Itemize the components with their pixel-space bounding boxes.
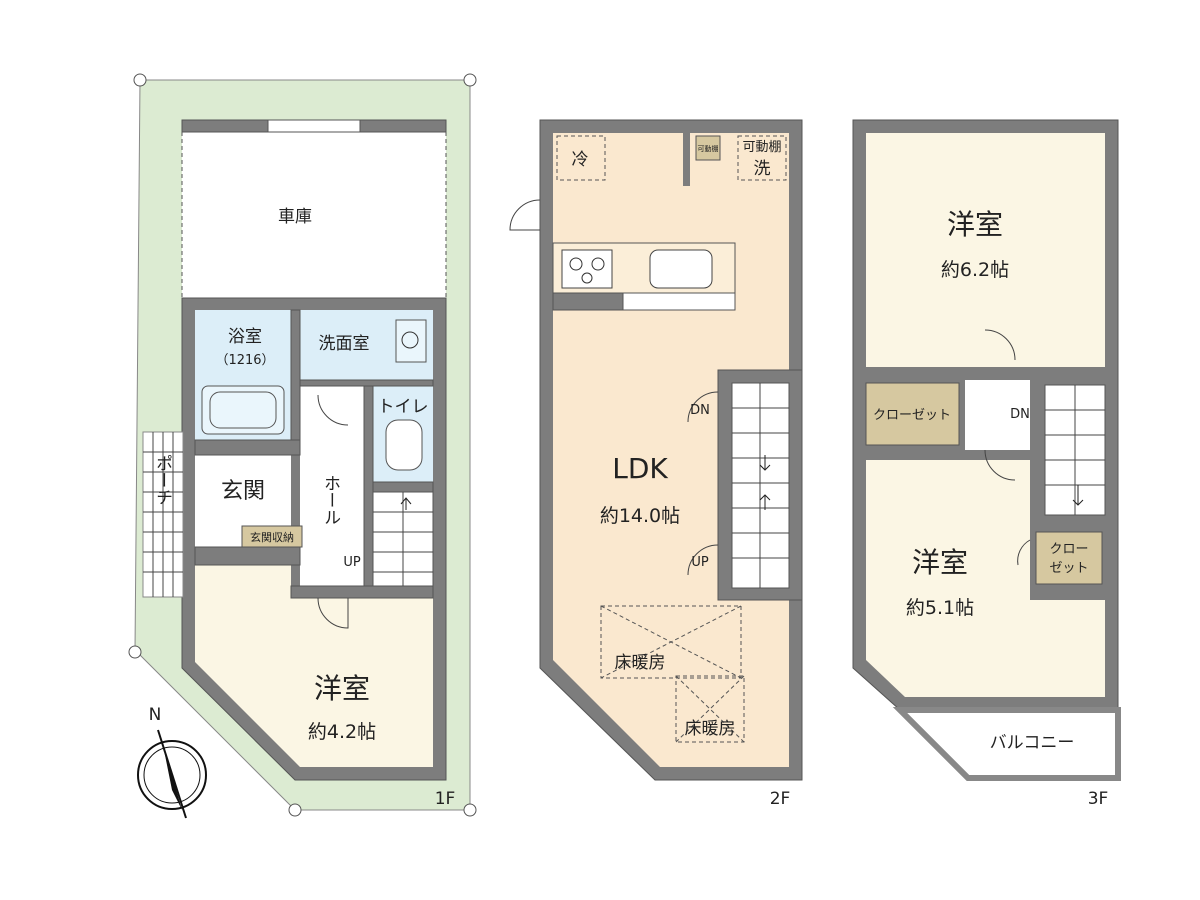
floor-label-1f: 1F [435, 789, 456, 809]
entrance-storage-label: 玄関収納 [250, 530, 294, 544]
sink [649, 249, 713, 289]
lot-corner-marker [463, 803, 477, 817]
hall-3f [965, 380, 1030, 450]
compass: N [137, 705, 207, 819]
toilet-fixture [385, 419, 423, 471]
dn-label-2f: DN [690, 403, 710, 418]
stove [561, 249, 613, 289]
closet-3f-b-label-2: ゼット [1049, 561, 1088, 576]
ldk-label: LDK [612, 452, 668, 485]
north-label: N [149, 705, 162, 725]
lot-corner-marker [463, 73, 477, 87]
closet-3f-a [865, 382, 960, 446]
washer-label: 洗 [754, 159, 771, 179]
washbasin [395, 319, 427, 363]
lot-corner-marker [288, 803, 302, 817]
entrance-storage [241, 525, 303, 548]
balcony [892, 707, 1121, 781]
floor-2f: 冷 可動棚 可動棚 洗 LDK 約14.0帖 DN UP 床暖房 床暖房 2F [509, 119, 803, 809]
closet-3f-b [1035, 531, 1103, 585]
room-3f-a-label: 洋室 [947, 208, 1003, 241]
washroom-label: 洗面室 [319, 334, 370, 354]
floor-heating-label-2: 床暖房 [685, 719, 736, 739]
floor-heating-label-1: 床暖房 [615, 653, 666, 673]
room-1f [195, 565, 433, 767]
lot-corner-marker [133, 73, 147, 87]
closet-3f-b-label-1: クロー [1049, 542, 1088, 557]
movable-shelf-small-label: 可動棚 [698, 144, 719, 153]
entrance-label: 玄関 [221, 479, 265, 504]
room-1f-label: 洋室 [314, 672, 370, 705]
toilet-label: トイレ [378, 397, 429, 417]
room-3f-a-area: 約6.2帖 [941, 259, 1009, 281]
bath-label: 浴室 [228, 327, 262, 347]
garage-area [182, 130, 446, 298]
bath-size-label: （1216） [215, 353, 274, 368]
room-1f-area: 約4.2帖 [308, 721, 376, 743]
floor-3f: 洋室 約6.2帖 クローゼット DN 洋室 約5.1帖 クロー ゼット バルコニ… [852, 119, 1121, 809]
porch-label: ポーチ [152, 454, 172, 505]
room-3f-b [866, 460, 1105, 697]
movable-shelf-small [695, 135, 721, 161]
hall-area [300, 386, 364, 586]
garage-label: 車庫 [278, 207, 312, 227]
floor-label-3f: 3F [1088, 789, 1109, 809]
room-3f-b-area: 約5.1帖 [906, 597, 974, 619]
hall-label: ホール [320, 475, 340, 526]
room-3f-b-label: 洋室 [912, 546, 968, 579]
ldk-area-label: 約14.0帖 [600, 505, 680, 527]
dn-label-3f: DN [1010, 407, 1030, 422]
up-label-1f: UP [343, 555, 361, 570]
floor-1f: 車庫 浴室 （1216） 洗面室 トイレ 玄関 玄関収納 ホール ポーチ UP … [128, 73, 477, 817]
floor-label-2f: 2F [770, 789, 791, 809]
balcony-label: バルコニー [990, 733, 1075, 753]
closet-3f-a-label: クローゼット [873, 408, 951, 423]
bathtub [201, 385, 285, 435]
up-label-2f: UP [691, 555, 709, 570]
movable-shelf-label: 可動棚 [742, 140, 781, 155]
lot-corner-marker [128, 645, 142, 659]
fridge-label: 冷 [572, 150, 589, 170]
room-3f-a [866, 133, 1105, 367]
